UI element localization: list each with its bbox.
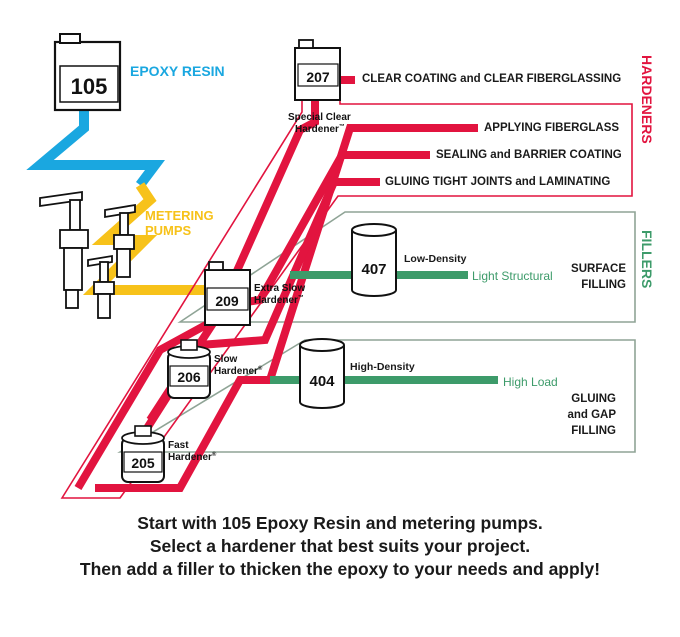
application-label: GLUING TIGHT JOINTS and LAMINATING [385, 176, 610, 188]
hardeners-section-label: HARDENERS [639, 55, 655, 144]
filler-can-407: 407 [351, 223, 397, 297]
filler-purpose-line3: FILLING [571, 425, 616, 437]
caption-line: Start with 105 Epoxy Resin and metering … [137, 513, 543, 533]
instructions-caption: Start with 105 Epoxy Resin and metering … [0, 512, 680, 581]
hardener-outline [60, 95, 633, 499]
filler-use: High Load [503, 375, 558, 389]
pumps-label-line1: METERING [145, 208, 214, 223]
filler-purpose-line2: FILLING [581, 279, 626, 291]
caption-line: Then add a filler to thicken the epoxy t… [79, 559, 601, 579]
hardener-can-209: 209 [204, 261, 251, 326]
hardener-can-number: 206 [177, 369, 201, 385]
hardener-name-line2: Hardener [254, 295, 298, 306]
hardener-name-209: Hardener™ [254, 294, 304, 306]
hardener-can-206: 206 [167, 339, 211, 399]
filler-can-number: 407 [361, 261, 386, 278]
filler-can-404: 404 [299, 338, 345, 409]
flow-diagram: 105 EPOXY RESIN METERING PUMPS 207 Speci… [26, 33, 655, 499]
filler-purpose-line1: SURFACE [571, 263, 626, 275]
hardener-name-206: Hardener® [214, 365, 263, 377]
filler-can-number: 404 [309, 373, 335, 390]
hardener-can-number: 205 [131, 455, 155, 471]
pumps-label-line2: PUMPS [145, 223, 192, 238]
hardener-name-line1: Special Clear [288, 112, 351, 123]
resin-can-number: 105 [71, 74, 108, 99]
hardener-mark: ™ [298, 294, 304, 301]
hardener-mark: ® [212, 451, 217, 458]
filler-purpose-line1: GLUING [571, 393, 616, 405]
hardener-name-line1: Slow [214, 354, 238, 365]
hardener-name-205: Hardener® [168, 451, 217, 463]
application-label: APPLYING FIBERGLASS [484, 122, 619, 134]
hardener-can-number: 207 [306, 69, 330, 85]
metering-pumps-illustration [39, 190, 136, 319]
caption-line: Select a hardener that best suits your p… [149, 536, 531, 556]
filler-density: Low-Density [404, 253, 467, 265]
filler-use: Light Structural [472, 269, 553, 283]
hardener-name-line2: Hardener [214, 366, 258, 377]
application-label: SEALING and BARRIER COATING [436, 149, 622, 161]
hardener-can-205: 205 [121, 425, 165, 483]
hardener-main-line [95, 124, 478, 492]
hardener-mark: ® [258, 365, 263, 372]
fillers-section-label: FILLERS [639, 230, 655, 288]
hardener-can-number: 209 [215, 293, 239, 309]
resin-flow-line [26, 110, 165, 188]
hardener-name-line1: Extra Slow [254, 283, 305, 294]
hardener-name-line1: Fast [168, 440, 189, 451]
hardener-name-207: Hardener™ [295, 123, 345, 135]
filler-density: High-Density [350, 361, 415, 373]
hardener-name-line2: Hardener [168, 452, 212, 463]
hardener-can-207: 207 [294, 39, 341, 101]
filler-purpose-line2: and GAP [567, 409, 616, 421]
hardener-mark: ™ [339, 123, 345, 130]
resin-label: EPOXY RESIN [130, 63, 225, 79]
application-label: CLEAR COATING and CLEAR FIBERGLASSING [362, 73, 621, 85]
hardener-branch2-line [126, 180, 338, 458]
hardener-name-line2: Hardener [295, 124, 339, 135]
resin-can-105: 105 [53, 33, 122, 112]
